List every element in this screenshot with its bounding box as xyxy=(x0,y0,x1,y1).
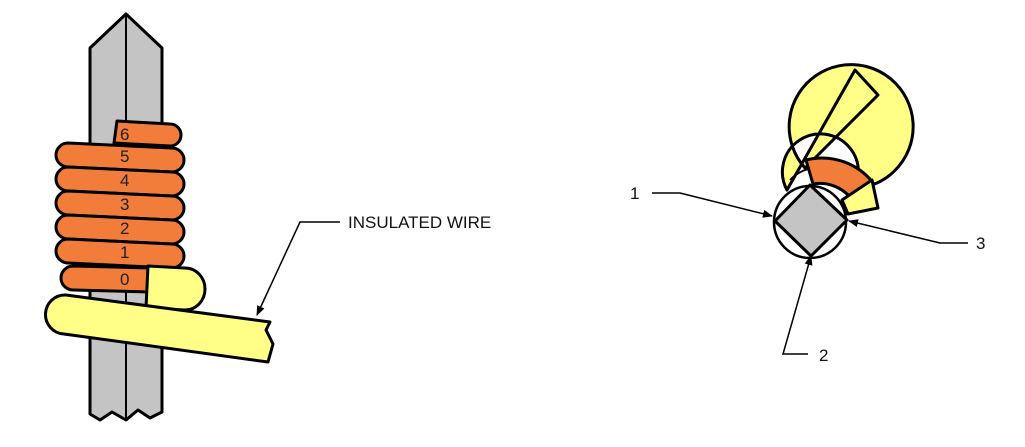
turn-number: 4 xyxy=(120,171,129,190)
callout-1: 1 xyxy=(630,184,639,203)
turn-number: 3 xyxy=(120,195,129,214)
callout-3: 3 xyxy=(976,234,985,253)
coil-turn xyxy=(59,264,152,294)
turn-number: 0 xyxy=(120,270,129,289)
insulated-wire-label: INSULATED WIRE xyxy=(348,213,491,232)
insulated-wire-callout: INSULATED WIRE xyxy=(256,213,491,316)
turn-number: 2 xyxy=(120,219,129,238)
coil-turn xyxy=(112,119,183,148)
end-view-callouts: 1 2 3 xyxy=(630,184,985,365)
insulated-wire xyxy=(43,293,275,364)
turn-number: 1 xyxy=(120,243,129,262)
wire-coils: 6 5 4 3 2 1 0 xyxy=(54,119,186,294)
callout-2: 2 xyxy=(819,346,828,365)
turn-number: 6 xyxy=(120,125,129,144)
end-view xyxy=(772,63,915,260)
insulation-end xyxy=(144,264,207,312)
turn-number: 5 xyxy=(120,147,129,166)
